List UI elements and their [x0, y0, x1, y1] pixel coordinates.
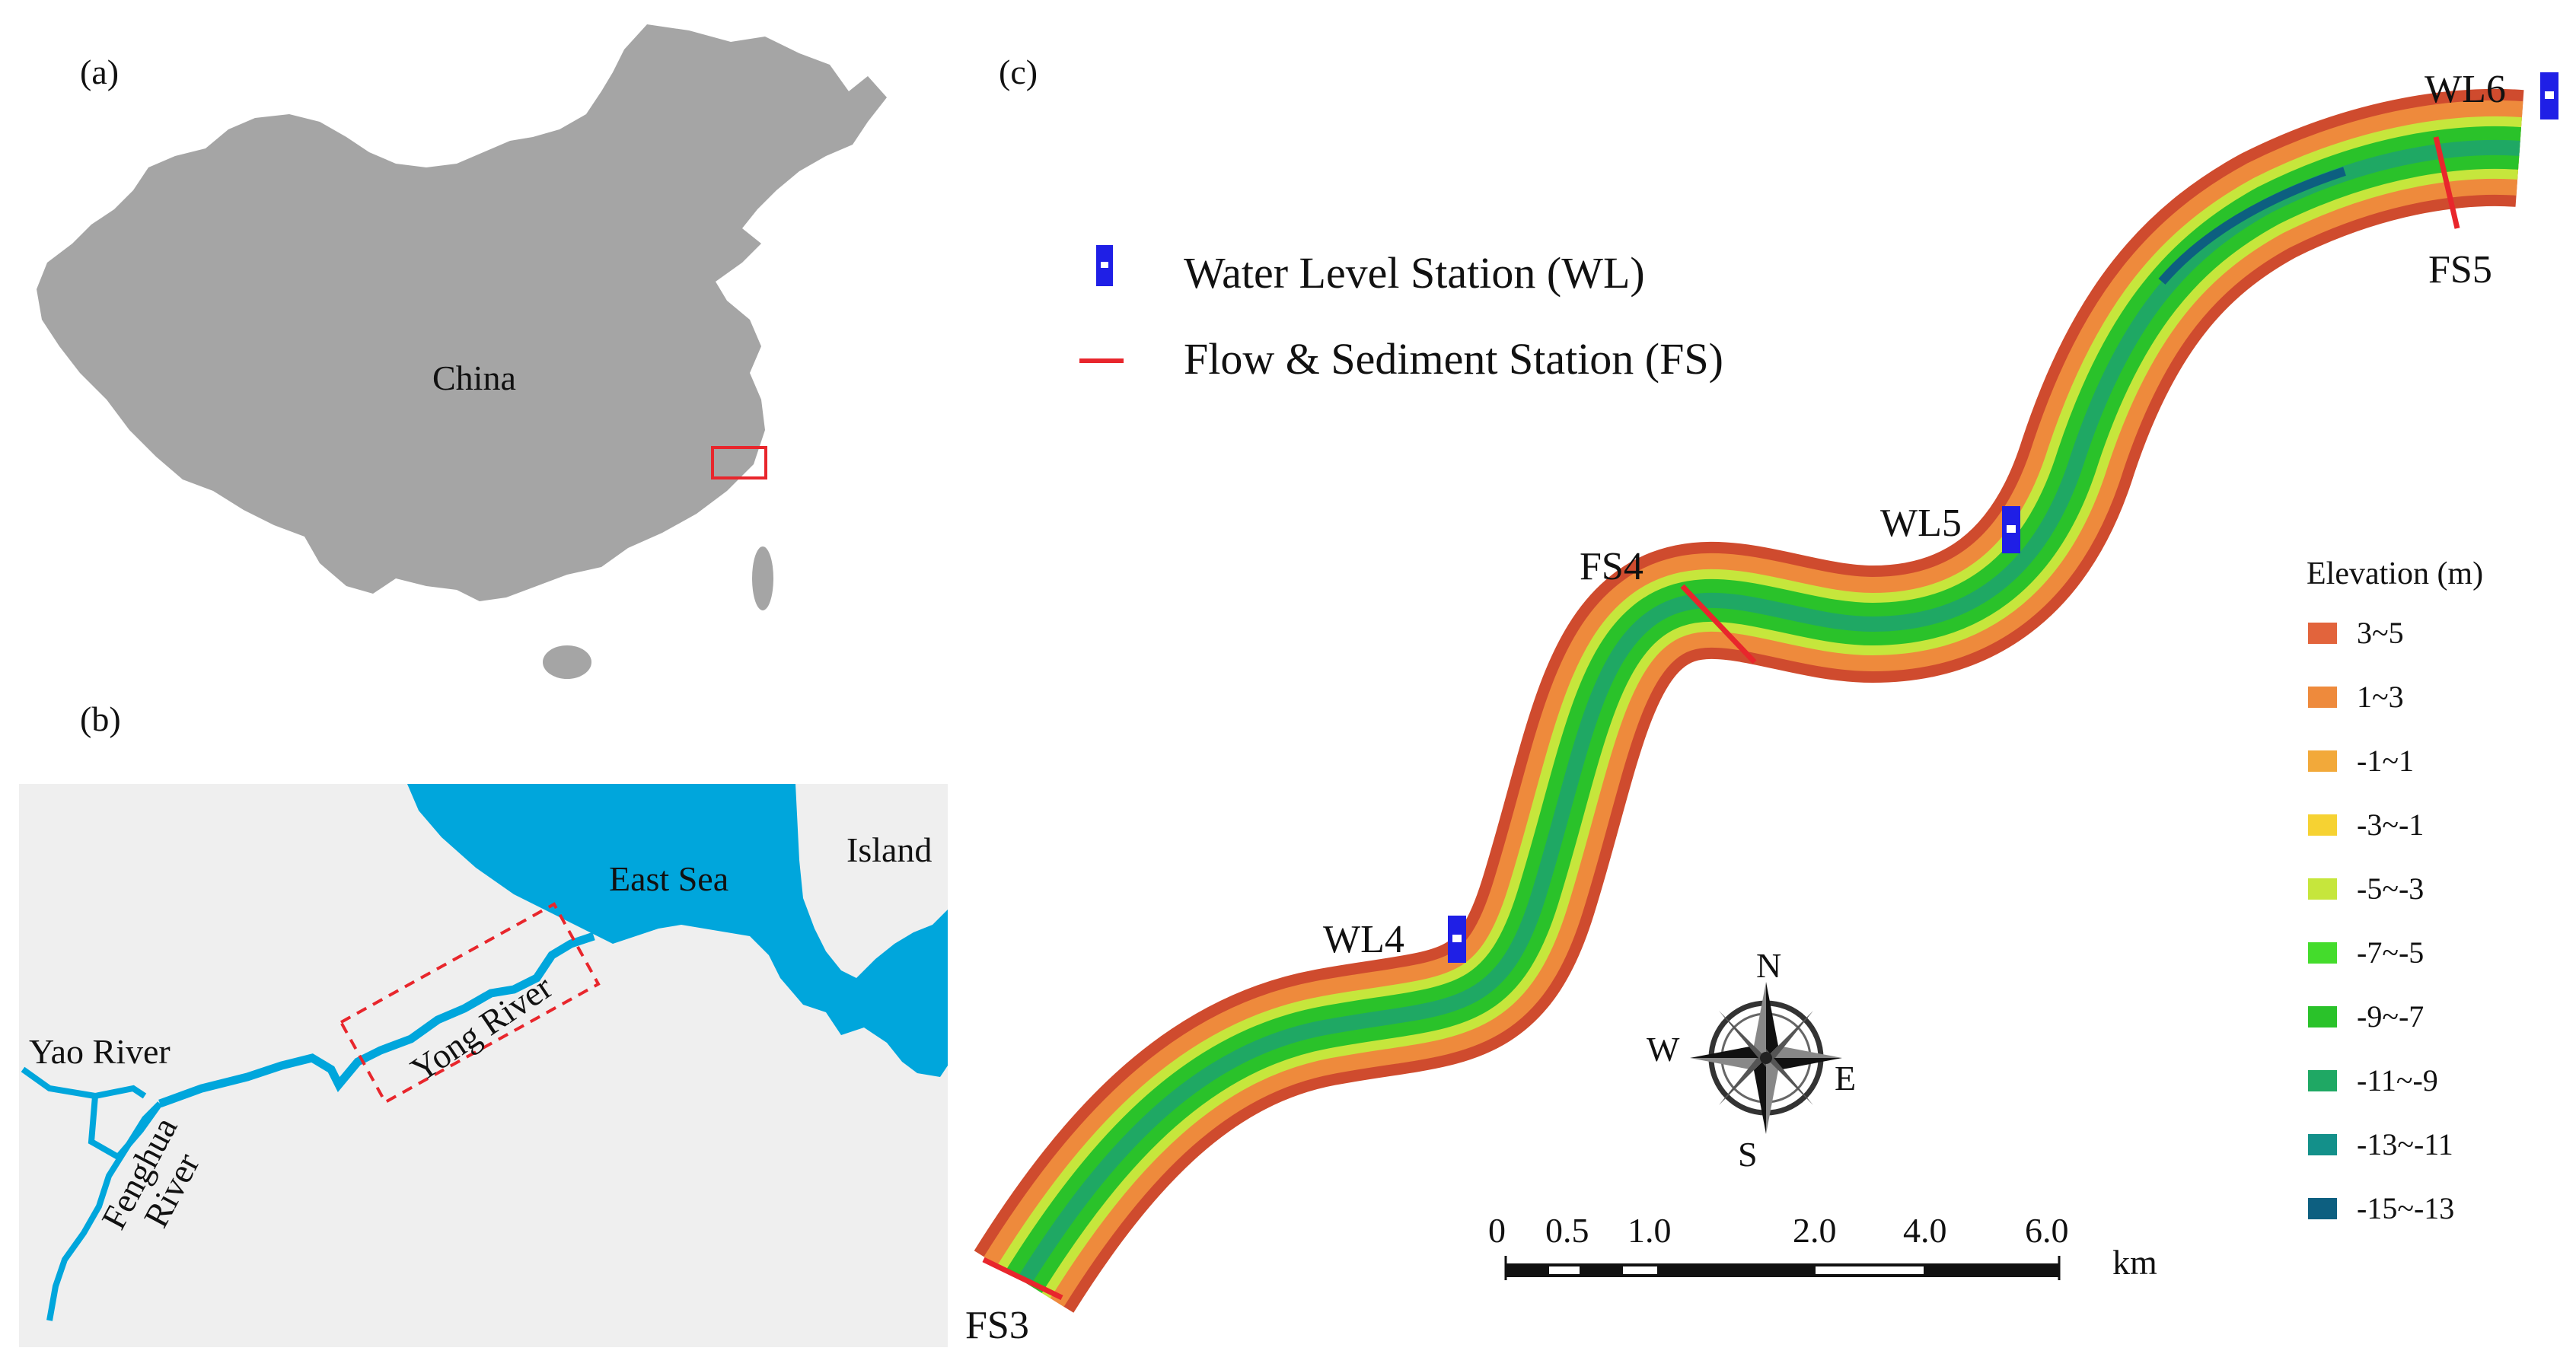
compass-n: N — [1756, 946, 1782, 985]
elevation-swatch — [2308, 878, 2337, 900]
compass-e: E — [1835, 1059, 1857, 1098]
island-label: Island — [846, 830, 933, 869]
china-map — [37, 24, 887, 679]
fs-legend-text: Flow & Sediment Station (FS) — [1184, 334, 1723, 384]
east-sea-label: East Sea — [609, 859, 729, 898]
elevation-swatch — [2308, 1005, 2337, 1028]
panel-a-label: (a) — [80, 53, 120, 91]
elevation-class-row: -7~-5 — [2308, 935, 2424, 970]
fs4-label: FS4 — [1580, 545, 1643, 588]
wl-legend-icon — [1096, 245, 1113, 286]
elevation-swatch — [2308, 1069, 2337, 1091]
scale-bar — [1504, 1256, 2061, 1280]
elevation-swatch — [2308, 686, 2337, 708]
compass-w: W — [1647, 1030, 1680, 1069]
yong-river — [158, 932, 595, 1108]
elevation-swatch — [2308, 1197, 2337, 1219]
wl6-label: WL6 — [2425, 68, 2506, 111]
elevation-swatch — [2308, 814, 2337, 836]
elevation-class-row: -11~-9 — [2308, 1063, 2438, 1098]
panel-c-label: (c) — [999, 53, 1038, 91]
elevation-class-row: -15~-13 — [2308, 1190, 2454, 1226]
elevation-class-row: -3~-1 — [2308, 807, 2424, 843]
fs3-label: FS3 — [965, 1304, 1029, 1347]
elevation-class-label: 1~3 — [2357, 680, 2404, 714]
elevation-class-label: -11~-9 — [2357, 1063, 2438, 1098]
elevation-class-label: -13~-11 — [2357, 1127, 2453, 1161]
elevation-class-label: -15~-13 — [2357, 1191, 2455, 1225]
compass-s: S — [1738, 1135, 1758, 1174]
elevation-class-label: -3~-1 — [2357, 808, 2425, 842]
study-area-box — [711, 446, 767, 480]
study-reach-box — [339, 902, 601, 1104]
elevation-swatch — [2308, 941, 2337, 964]
scale-tick-6-0: 6.0 — [2025, 1211, 2069, 1250]
elevation-class-label: -9~-7 — [2357, 999, 2425, 1034]
china-label: China — [432, 358, 516, 397]
elevation-legend-title: Elevation (m) — [2307, 556, 2484, 591]
elevation-class-row: 1~3 — [2308, 679, 2404, 715]
hainan-island — [543, 645, 591, 679]
scale-tick-1-0: 1.0 — [1628, 1211, 1672, 1250]
wl5-label: WL5 — [1880, 502, 1962, 545]
compass-rose — [1690, 982, 1842, 1134]
fs5-line — [2433, 136, 2460, 229]
elevation-class-label: -5~-3 — [2357, 871, 2425, 906]
scale-tick-4-0: 4.0 — [1903, 1211, 1947, 1250]
fs-legend-line — [1079, 358, 1124, 363]
river-deep-pool — [2158, 167, 2346, 285]
panel-b-label: (b) — [80, 699, 121, 738]
elevation-class-label: -7~-5 — [2357, 935, 2425, 970]
elevation-class-row: -9~-7 — [2308, 999, 2424, 1034]
scale-tick-0-5: 0.5 — [1545, 1211, 1589, 1250]
wl5-marker — [2002, 506, 2020, 553]
wl-legend-text: Water Level Station (WL) — [1184, 248, 1645, 298]
taiwan-island — [752, 546, 773, 610]
fs3-line — [982, 1257, 1063, 1301]
yao-river-label: Yao River — [29, 1032, 171, 1071]
scale-unit: km — [2112, 1243, 2157, 1282]
elevation-class-row: -5~-3 — [2308, 871, 2424, 906]
elevation-class-row: 3~5 — [2308, 615, 2404, 651]
elevation-class-row: -1~1 — [2308, 743, 2414, 779]
elevation-swatch — [2308, 750, 2337, 772]
china-landmass — [37, 24, 887, 601]
elevation-class-label: -1~1 — [2357, 744, 2414, 778]
scale-tick-2-0: 2.0 — [1793, 1211, 1837, 1250]
wl6-marker — [2540, 72, 2558, 119]
fs5-label: FS5 — [2428, 248, 2492, 292]
fs4-line — [1680, 584, 1757, 664]
wl4-label: WL4 — [1323, 918, 1404, 961]
scale-tick-0: 0 — [1488, 1211, 1506, 1250]
island-land — [795, 784, 948, 978]
elevation-swatch — [2308, 622, 2337, 644]
elevation-class-row: -13~-11 — [2308, 1126, 2453, 1162]
yong-river-map — [19, 784, 948, 1347]
wl4-marker — [1448, 916, 1466, 963]
yao-river — [21, 1066, 163, 1161]
elevation-swatch — [2308, 1133, 2337, 1155]
river-thalweg — [1017, 139, 2520, 1286]
elevation-class-label: 3~5 — [2357, 616, 2404, 650]
